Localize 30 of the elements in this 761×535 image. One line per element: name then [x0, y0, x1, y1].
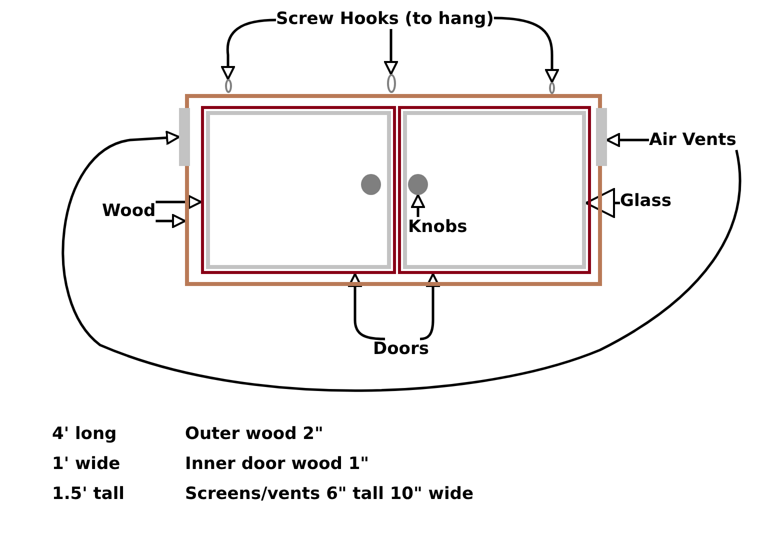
dimension-text: 4' long — [52, 424, 117, 444]
callout-label: Air Vents — [649, 130, 736, 150]
screw-hook — [549, 82, 555, 94]
callout-label: Knobs — [408, 217, 468, 237]
air-vent — [179, 108, 190, 166]
dimension-text: 1.5' tall — [52, 484, 124, 504]
cabinet-frame — [185, 94, 602, 286]
screw-hook — [387, 74, 396, 93]
dimension-text: 1' wide — [52, 454, 120, 474]
arrow — [384, 29, 398, 75]
note-text: Inner door wood 1" — [185, 454, 370, 474]
arrow — [156, 214, 186, 228]
door-knob — [361, 174, 381, 195]
arrow — [494, 16, 559, 83]
arrow — [348, 273, 386, 340]
arrow — [585, 188, 620, 218]
arrow — [221, 18, 276, 80]
curved-arrow — [62, 130, 741, 392]
callout-label: Doors — [373, 339, 429, 359]
note-text: Outer wood 2" — [185, 424, 324, 444]
air-vent — [596, 108, 607, 166]
screw-hook — [225, 79, 232, 93]
arrow — [156, 195, 202, 209]
arrow — [411, 194, 425, 217]
callout-label: Wood — [102, 201, 156, 221]
note-text: Screens/vents 6" tall 10" wide — [185, 484, 474, 504]
arrow — [606, 133, 649, 147]
door-knob — [408, 174, 428, 195]
callout-label: Screw Hooks (to hang) — [276, 9, 494, 29]
callout-label: Glass — [620, 191, 672, 211]
